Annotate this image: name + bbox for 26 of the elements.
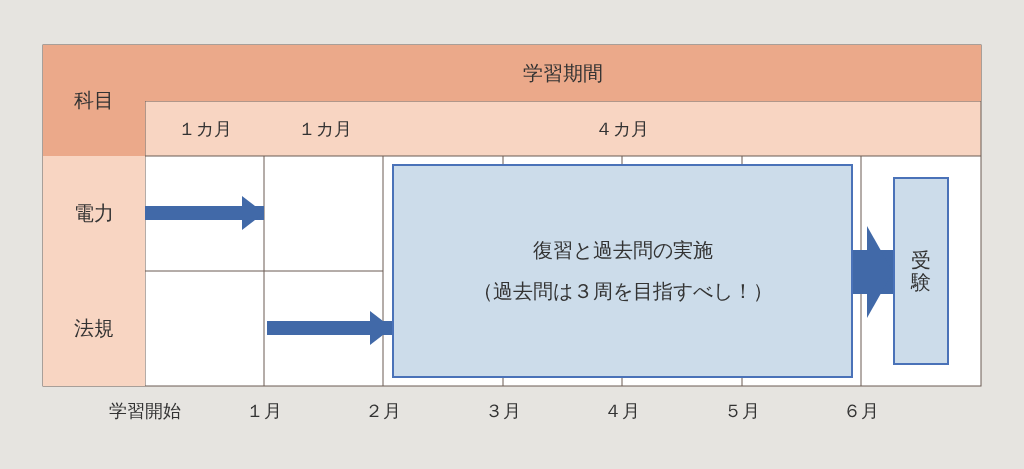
duration-label: ４カ月 xyxy=(595,117,649,141)
cell-label: 法規 xyxy=(74,315,114,342)
month-label: ５月 xyxy=(724,399,760,423)
row-header-cell xyxy=(43,271,145,386)
box-heading: 復習と過去問の実施 xyxy=(532,237,713,264)
month-label: ２月 xyxy=(365,399,401,423)
block-arrow xyxy=(145,196,264,230)
duration-label: １カ月 xyxy=(178,117,232,141)
month-label: ６月 xyxy=(843,399,879,423)
row-header-cell xyxy=(43,156,145,271)
month-label: 学習開始 xyxy=(109,399,181,423)
process-box xyxy=(893,177,949,365)
cell-label: 科目 xyxy=(74,87,114,114)
month-label: １月 xyxy=(246,399,282,423)
cell-label: 学習期間 xyxy=(523,59,603,87)
duration-label: １カ月 xyxy=(298,117,352,141)
block-arrow xyxy=(853,226,893,318)
header-cell xyxy=(145,45,981,101)
month-label: ３月 xyxy=(485,399,521,423)
box-note: （過去問は３周を目指すべし！） xyxy=(472,278,773,305)
cell-label: 電力 xyxy=(74,200,114,227)
block-arrow xyxy=(267,311,392,345)
header-cell xyxy=(43,45,145,156)
cell-label: 受験 xyxy=(911,249,931,293)
month-label: ４月 xyxy=(604,399,640,423)
process-box xyxy=(392,164,853,378)
